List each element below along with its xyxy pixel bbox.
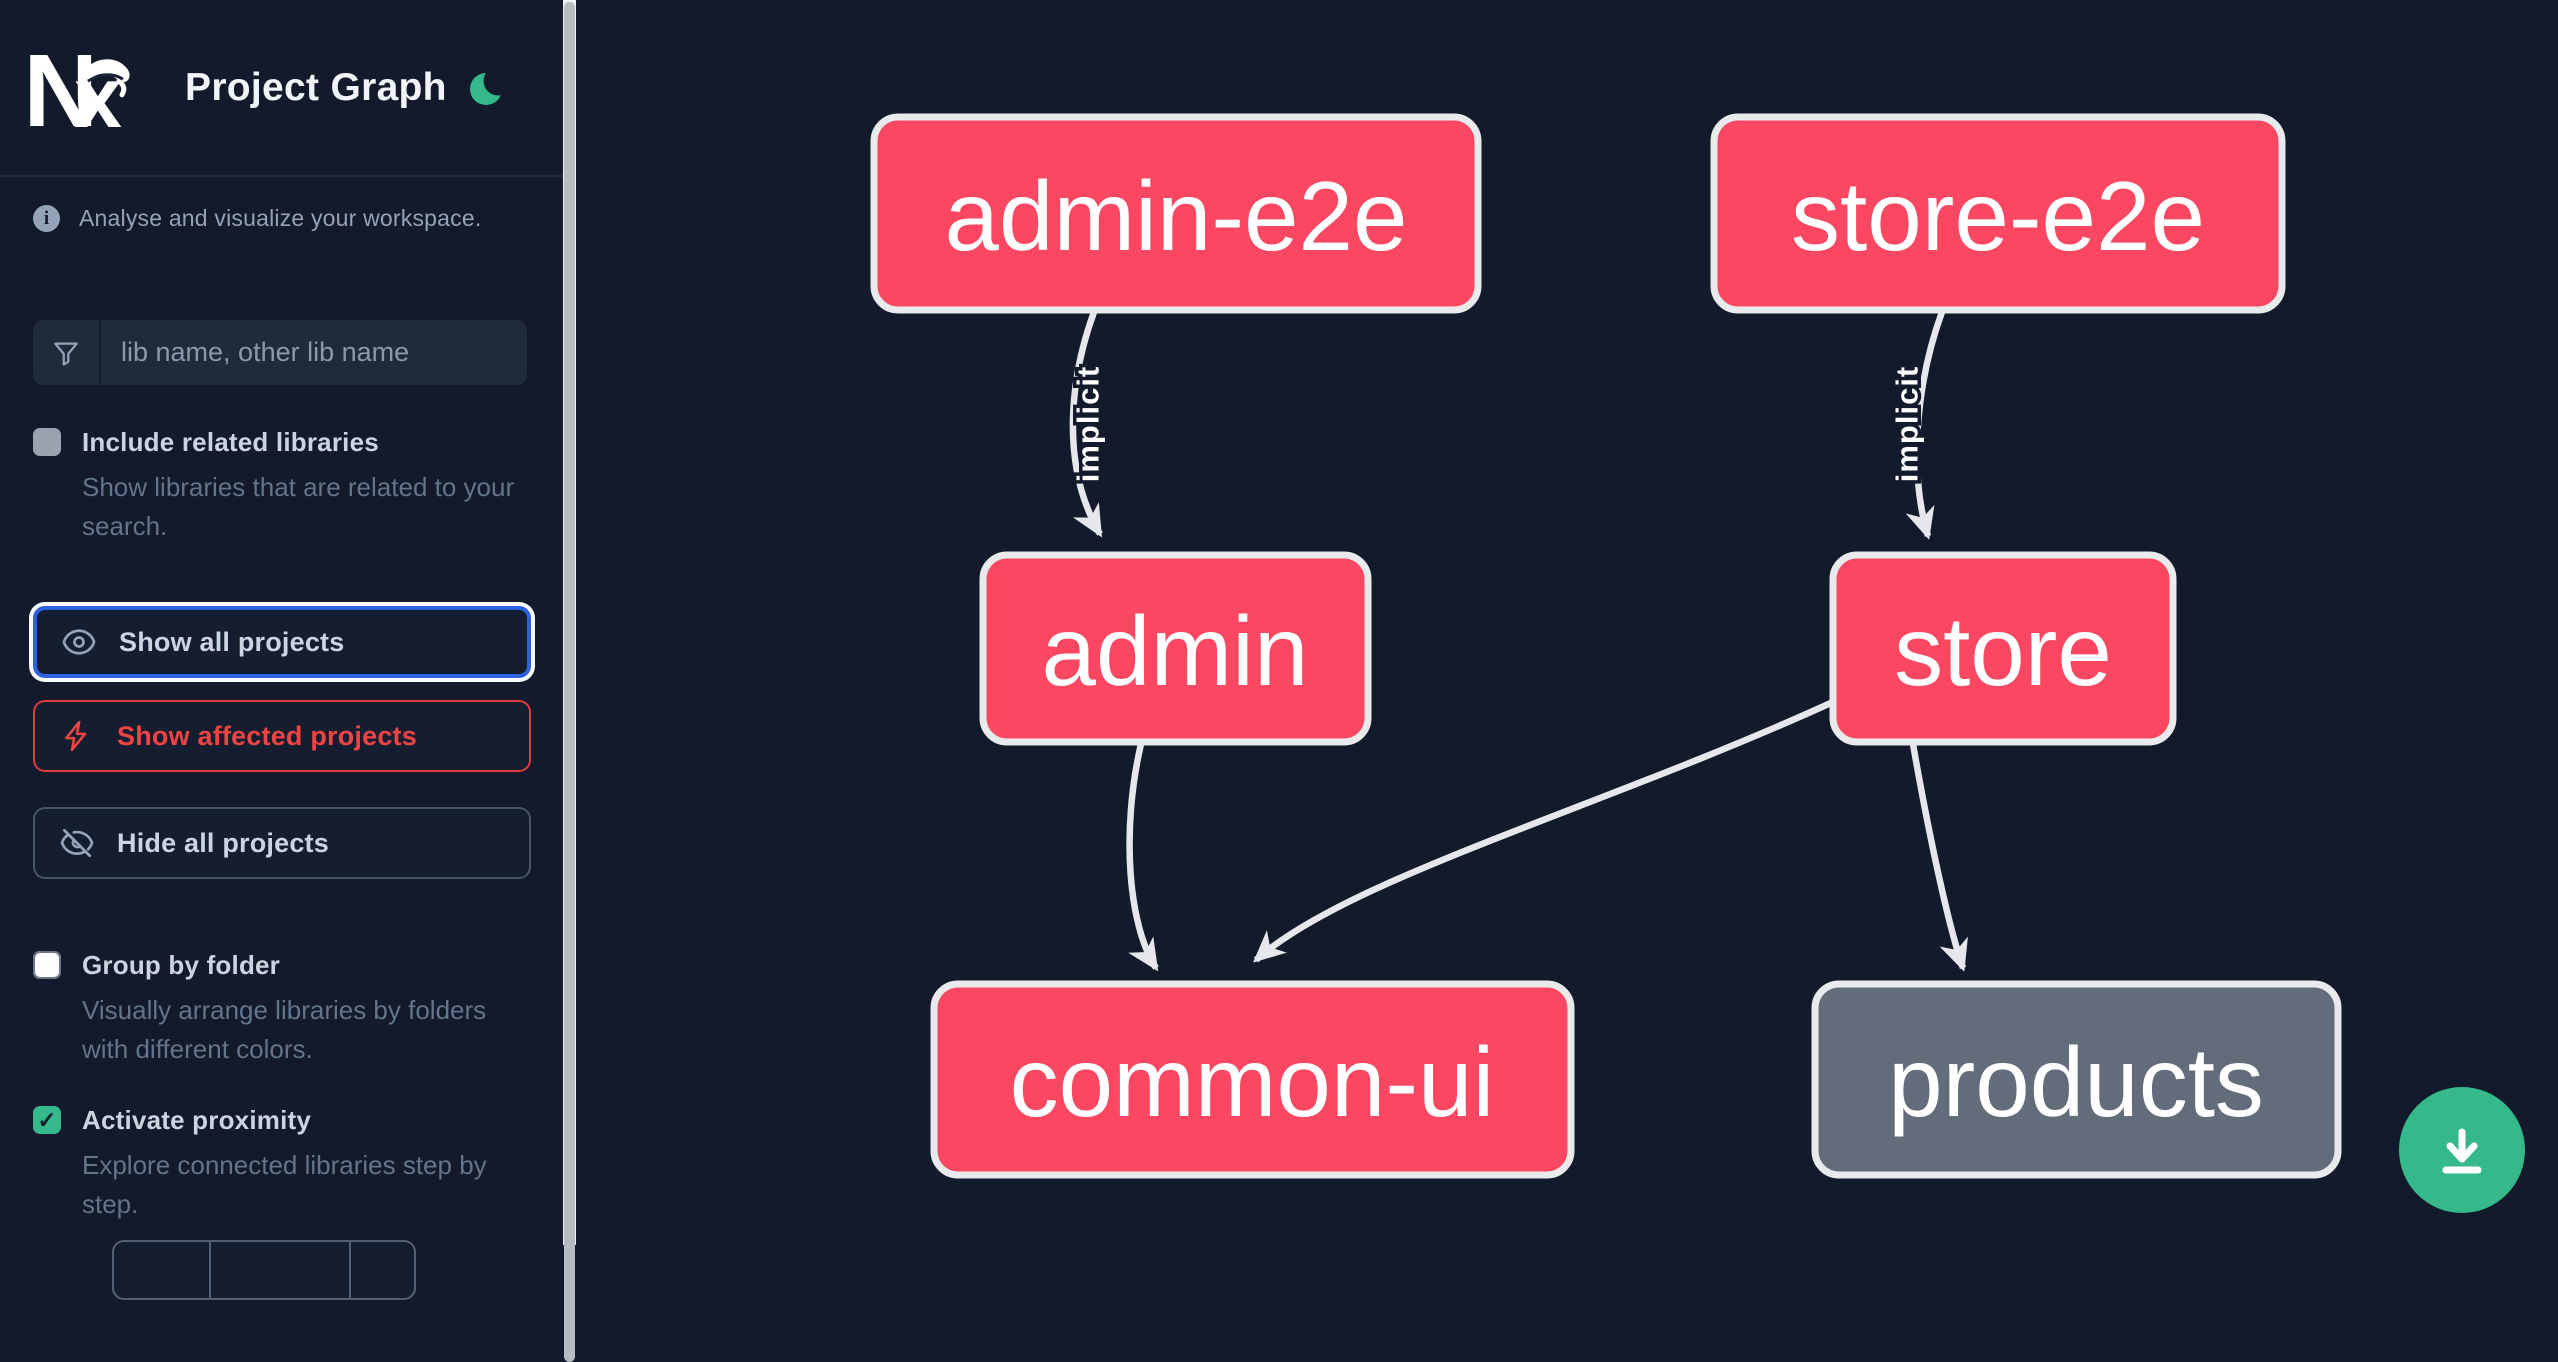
hide-all-projects-button[interactable]: Hide all projects xyxy=(33,807,531,879)
proximity-depth-stepper xyxy=(112,1240,416,1300)
sidebar-scrollbar-thumb[interactable] xyxy=(564,2,575,1362)
svg-text:admin-e2e: admin-e2e xyxy=(944,161,1407,271)
edge-store-to-products[interactable] xyxy=(1909,743,1968,972)
node-store-e2e[interactable]: store-e2e xyxy=(1710,113,2286,314)
filter-input[interactable] xyxy=(101,320,527,385)
sidebar-header: N x Project Graph xyxy=(0,0,563,177)
edge-label-implicit: implicit xyxy=(1071,366,1106,483)
download-graph-button[interactable] xyxy=(2399,1087,2525,1213)
node-admin[interactable]: admin xyxy=(979,551,1372,746)
group-by-folder-row: Group by folder Visually arrange librari… xyxy=(33,950,527,1069)
show-affected-projects-button[interactable]: Show affected projects xyxy=(33,700,531,772)
svg-text:common-ui: common-ui xyxy=(1010,1027,1495,1137)
include-related-checkbox[interactable] xyxy=(33,428,61,456)
stepper-increment-button[interactable] xyxy=(349,1242,414,1298)
group-by-folder-checkbox[interactable] xyxy=(33,951,61,979)
funnel-icon xyxy=(33,320,101,385)
svg-text:N: N xyxy=(29,48,98,128)
edge-admin-to-common-ui[interactable] xyxy=(1126,743,1159,972)
sidebar-content: Analyse and visualize your workspace. In… xyxy=(0,205,563,1224)
node-admin-e2e[interactable]: admin-e2e xyxy=(870,113,1482,314)
stepper-value xyxy=(209,1242,349,1298)
svg-text:products: products xyxy=(1888,1027,2264,1137)
download-icon xyxy=(2442,1128,2482,1174)
info-icon xyxy=(33,205,60,232)
group-by-folder-label: Group by folder xyxy=(82,950,280,980)
activate-proximity-row: Activate proximity Explore connected lib… xyxy=(33,1105,527,1224)
activate-proximity-checkbox[interactable] xyxy=(33,1106,61,1134)
project-graph-canvas[interactable]: implicit implicit admin-e2e store-e2e ad… xyxy=(576,0,2558,1245)
edge-store-to-common-ui[interactable] xyxy=(1253,699,1835,963)
node-common-ui[interactable]: common-ui xyxy=(930,980,1575,1179)
show-all-projects-label: Show all projects xyxy=(119,626,345,657)
hide-all-projects-label: Hide all projects xyxy=(117,827,329,858)
edge-label-implicit: implicit xyxy=(1890,366,1925,483)
filter-input-group xyxy=(33,320,527,385)
svg-text:admin: admin xyxy=(1042,596,1309,706)
workspace-tagline: Analyse and visualize your workspace. xyxy=(79,205,482,231)
edge-store-e2e-to-store[interactable] xyxy=(1905,310,1946,540)
nx-project-graph-app: { "header": { "logo": "Nx", "title": "Pr… xyxy=(0,0,2558,1245)
eye-off-icon xyxy=(59,825,95,861)
svg-text:store-e2e: store-e2e xyxy=(1791,161,2205,271)
stepper-decrement-button[interactable] xyxy=(114,1242,209,1298)
sidebar-scrollbar xyxy=(563,0,576,1362)
include-related-description: Show libraries that are related to your … xyxy=(82,472,515,541)
activate-proximity-label: Activate proximity xyxy=(82,1105,312,1135)
workspace-info-row: Analyse and visualize your workspace. xyxy=(33,205,527,232)
node-store[interactable]: store xyxy=(1829,551,2177,746)
eye-icon xyxy=(61,624,97,660)
bolt-icon xyxy=(59,718,95,754)
node-products[interactable]: products xyxy=(1811,980,2342,1179)
svg-text:store: store xyxy=(1894,596,2112,706)
moon-icon[interactable] xyxy=(469,66,509,109)
page-title: Project Graph xyxy=(185,65,447,109)
edge-admin-e2e-to-admin[interactable] xyxy=(1069,310,1103,538)
show-all-projects-button[interactable]: Show all projects xyxy=(33,606,531,678)
activate-proximity-description: Explore connected libraries step by step… xyxy=(82,1150,487,1219)
show-affected-projects-label: Show affected projects xyxy=(117,720,417,751)
include-related-label: Include related libraries xyxy=(82,427,379,457)
include-related-row: Include related libraries Show libraries… xyxy=(33,427,527,546)
sidebar: N x Project Graph Analyse and visualize … xyxy=(0,0,563,1300)
group-by-folder-description: Visually arrange libraries by folders wi… xyxy=(82,995,487,1064)
nx-logo-icon: N x xyxy=(29,48,130,128)
